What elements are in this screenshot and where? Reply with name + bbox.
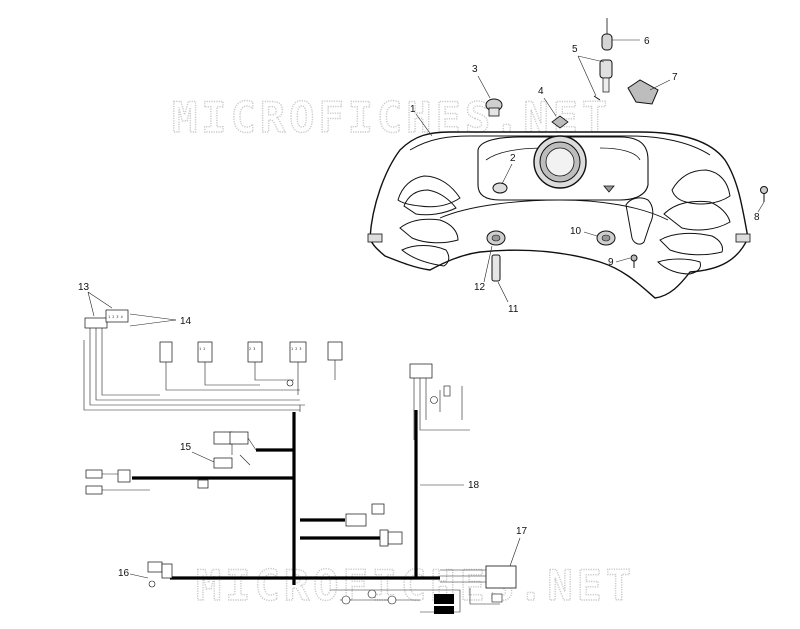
- part-10-grommet: [596, 230, 616, 246]
- callout-4: 4: [538, 86, 544, 97]
- part-8-screw: [760, 186, 768, 202]
- callout-5: 5: [572, 44, 578, 55]
- dash-housing: [367, 131, 751, 299]
- callout-9: 9: [608, 257, 614, 268]
- part-5-bulb: [593, 59, 613, 101]
- callout-13: 13: [78, 282, 90, 293]
- watermark-bottom: MICROFICHES.NET: [196, 561, 635, 610]
- part-9-screw: [630, 254, 638, 268]
- part-3-grommet: [485, 98, 503, 117]
- connector-13-pins: 1 2 3 4: [108, 315, 123, 319]
- callout-11: 11: [508, 304, 519, 315]
- part-4-clip: [551, 115, 569, 129]
- connector-14a-pins: 1 2: [199, 347, 205, 351]
- left-vent: [397, 175, 461, 267]
- callout-1: 1: [410, 104, 416, 115]
- part-12-grommet: [486, 230, 506, 246]
- callout-3: 3: [472, 64, 478, 75]
- callout-6: 6: [644, 36, 650, 47]
- callout-10: 10: [570, 226, 582, 237]
- watermark-top: MICROFICHES.NET: [172, 93, 611, 142]
- connector-14c-pins: 1 2 3: [291, 347, 302, 351]
- callout-17: 17: [516, 526, 528, 537]
- part-6-bulb-socket: [601, 18, 613, 51]
- callout-18: 18: [468, 480, 480, 491]
- right-vent: [657, 169, 731, 275]
- callouts-wiring: 13 14 15 16 17 18: [78, 282, 528, 579]
- part-11-bulb: [491, 254, 501, 282]
- callouts-dash: 1 2 3 4 5 6 7 8 9 10 11 12: [410, 36, 765, 315]
- wiring-harness: 1 2 3 4 1 2 2 3 1 2 3: [83, 309, 517, 614]
- callout-8: 8: [754, 212, 760, 223]
- callout-14: 14: [180, 316, 192, 327]
- callout-15: 15: [180, 442, 192, 453]
- callout-7: 7: [672, 72, 678, 83]
- part-7-bracket: [627, 79, 659, 105]
- callout-12: 12: [474, 282, 486, 293]
- callout-2: 2: [510, 153, 516, 164]
- callout-16: 16: [118, 568, 130, 579]
- connector-14b-pins: 2 3: [249, 347, 255, 351]
